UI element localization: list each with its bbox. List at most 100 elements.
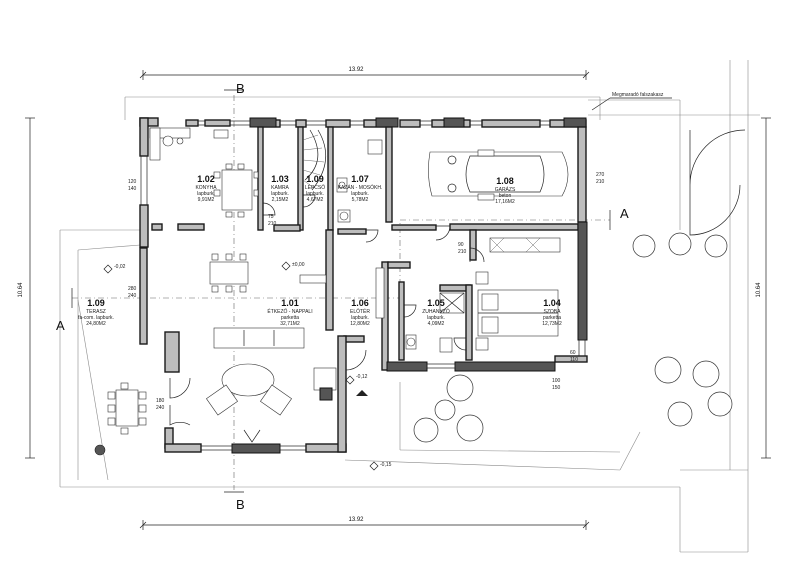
- svg-text:90: 90: [458, 242, 464, 248]
- bottom-width-label: 13.92: [348, 517, 364, 523]
- left-depth-label: 10.64: [18, 282, 24, 298]
- svg-text:ZUHANYZÓ: ZUHANYZÓ: [422, 308, 450, 315]
- svg-text:TERASZ: TERASZ: [86, 309, 106, 315]
- svg-text:9,91M2: 9,91M2: [198, 197, 215, 203]
- svg-text:1.03: 1.03: [271, 174, 289, 184]
- svg-text:4,67M2: 4,67M2: [307, 197, 324, 203]
- svg-text:fa-com. lapburk.: fa-com. lapburk.: [78, 315, 114, 321]
- room-label-1-07: 1.07 KAZÁN - MOSÓKH. lapburk. 5,78M2: [338, 174, 383, 203]
- dimension-right: 10.64: [756, 117, 771, 459]
- room-label-1-03: 1.03 KAMRA lapburk. 2,15M2: [271, 174, 289, 203]
- section-a-right: A: [620, 206, 629, 221]
- section-b-bottom: B: [236, 497, 245, 512]
- svg-text:240: 240: [128, 293, 137, 299]
- svg-text:1.05: 1.05: [427, 298, 445, 308]
- windows: [140, 120, 586, 451]
- room-label-terrace: 1.09 TERASZ fa-com. lapburk. 24,80M2: [78, 298, 114, 327]
- svg-text:270: 270: [596, 172, 605, 178]
- svg-text:1.04: 1.04: [543, 298, 561, 308]
- living-furniture: [206, 253, 337, 443]
- section-b-top: B: [236, 81, 245, 96]
- boiler-room-fixtures: [336, 139, 383, 223]
- svg-text:ELŐTÉR: ELŐTÉR: [350, 308, 370, 315]
- svg-text:5,78M2: 5,78M2: [352, 197, 369, 203]
- svg-text:LÉPCSŐ: LÉPCSŐ: [305, 184, 325, 191]
- svg-text:60: 60: [570, 350, 576, 356]
- svg-text:parketta: parketta: [543, 315, 561, 321]
- walls: [139, 117, 588, 454]
- svg-text:120: 120: [128, 179, 137, 185]
- svg-text:KAMRA: KAMRA: [271, 185, 289, 191]
- svg-text:1.01: 1.01: [281, 298, 299, 308]
- svg-text:32,71M2: 32,71M2: [280, 321, 300, 327]
- dimension-bottom: 13.92: [139, 517, 590, 530]
- svg-text:24,80M2: 24,80M2: [86, 321, 106, 327]
- svg-text:1.07: 1.07: [351, 174, 369, 184]
- svg-text:1.02: 1.02: [197, 174, 215, 184]
- svg-text:240: 240: [156, 405, 165, 411]
- svg-text:lapburk.: lapburk.: [271, 191, 289, 197]
- svg-text:75: 75: [268, 214, 274, 220]
- svg-text:12,73M2: 12,73M2: [542, 321, 562, 327]
- svg-text:2,15M2: 2,15M2: [272, 197, 289, 203]
- hall-wardrobe: [375, 237, 561, 319]
- svg-text:parketta: parketta: [281, 315, 299, 321]
- room-label-1-08: 1.08 GARÁZS beton 17,16M2: [495, 176, 516, 205]
- existing-wall-note: Megmaradó falszakasz: [591, 92, 672, 111]
- svg-text:210: 210: [268, 221, 277, 227]
- terrace-furniture: [94, 382, 147, 456]
- svg-text:-0,12: -0,12: [356, 374, 368, 380]
- top-width-label: 13.92: [348, 67, 364, 73]
- dimension-top: 13.92: [139, 67, 590, 80]
- dimension-left: 10.64: [18, 117, 35, 459]
- svg-text:SZOBA: SZOBA: [544, 309, 562, 315]
- room-label-1-09-stair: 1.09 LÉPCSŐ lapburk. 4,67M2: [305, 174, 325, 203]
- svg-text:12,80M2: 12,80M2: [350, 321, 370, 327]
- room-label-1-04: 1.04 SZOBA parketta 12,73M2: [542, 298, 562, 327]
- svg-text:lapburk.: lapburk.: [197, 191, 215, 197]
- svg-text:lapburk.: lapburk.: [306, 191, 324, 197]
- room-label-1-01: 1.01 ÉTKEZŐ - NAPPALI parketta 32,71M2: [267, 298, 312, 327]
- svg-text:-0,15: -0,15: [380, 462, 392, 468]
- svg-text:1.06: 1.06: [351, 298, 369, 308]
- svg-text:lapburk.: lapburk.: [351, 191, 369, 197]
- section-line-a: A A: [56, 206, 629, 333]
- svg-text:210: 210: [596, 179, 605, 185]
- svg-text:1.09: 1.09: [87, 298, 105, 308]
- svg-text:lapburk.: lapburk.: [351, 315, 369, 321]
- trees: [413, 232, 733, 443]
- svg-text:1.09: 1.09: [306, 174, 324, 184]
- right-depth-label: 10.64: [756, 282, 762, 298]
- svg-text:1.08: 1.08: [496, 176, 514, 186]
- svg-text:KAZÁN - MOSÓKH.: KAZÁN - MOSÓKH.: [338, 184, 383, 191]
- svg-text:beton: beton: [499, 193, 512, 199]
- shower-fixtures: [405, 292, 465, 353]
- svg-text:180: 180: [156, 398, 165, 404]
- small-dimensions: 120 140 280 240 180 240 270 210 90 210 6…: [128, 172, 605, 411]
- room-label-1-05: 1.05 ZUHANYZÓ lapburk. 4,09M2: [422, 298, 450, 327]
- staircase: [302, 129, 327, 191]
- svg-text:KONYHA: KONYHA: [195, 185, 217, 191]
- svg-text:17,16M2: 17,16M2: [495, 199, 515, 205]
- svg-text:150: 150: [552, 385, 561, 391]
- section-line-b: B B: [224, 81, 245, 512]
- garage-car: [428, 149, 569, 201]
- svg-text:210: 210: [458, 249, 467, 255]
- svg-text:-0,02: -0,02: [114, 264, 126, 270]
- svg-text:±0,00: ±0,00: [292, 262, 305, 268]
- svg-text:ÉTKEZŐ - NAPPALI: ÉTKEZŐ - NAPPALI: [267, 308, 312, 315]
- svg-text:280: 280: [128, 286, 137, 292]
- level-markers: ±0,00 -0,02 -0,12 -0,15: [103, 261, 392, 471]
- svg-text:Megmaradó falszakasz: Megmaradó falszakasz: [612, 92, 664, 98]
- svg-text:140: 140: [128, 186, 137, 192]
- room-label-1-02: 1.02 KONYHA lapburk. 9,91M2: [195, 174, 217, 203]
- doors: [169, 129, 746, 426]
- bedroom-bed: [475, 271, 559, 351]
- room-label-1-06: 1.06 ELŐTÉR lapburk. 12,80M2: [350, 298, 370, 327]
- kitchen-furniture: [149, 127, 259, 218]
- svg-text:4,09M2: 4,09M2: [428, 321, 445, 327]
- svg-text:lapburk.: lapburk.: [427, 315, 445, 321]
- svg-text:110: 110: [570, 357, 578, 363]
- section-a-left: A: [56, 318, 65, 333]
